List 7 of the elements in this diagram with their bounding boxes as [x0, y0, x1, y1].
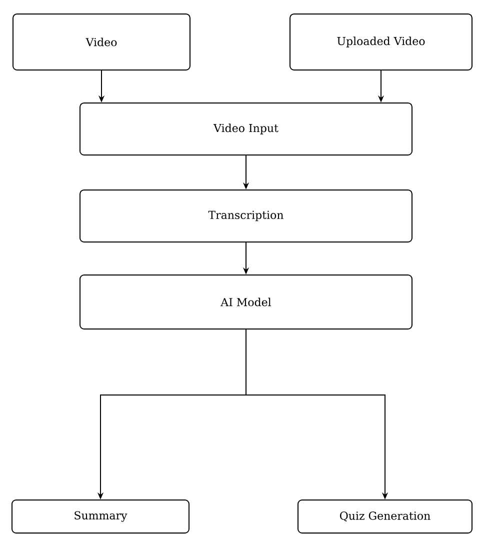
process-box: AI Model: [80, 274, 412, 330]
process-box: Transcription: [80, 190, 412, 242]
process-box: Video Input: [80, 102, 412, 156]
process-box: Summary: [12, 500, 190, 534]
process-box: Quiz Generation: [298, 500, 472, 534]
process-box: Uploaded Video: [290, 14, 472, 70]
process-box: Video: [12, 14, 190, 70]
